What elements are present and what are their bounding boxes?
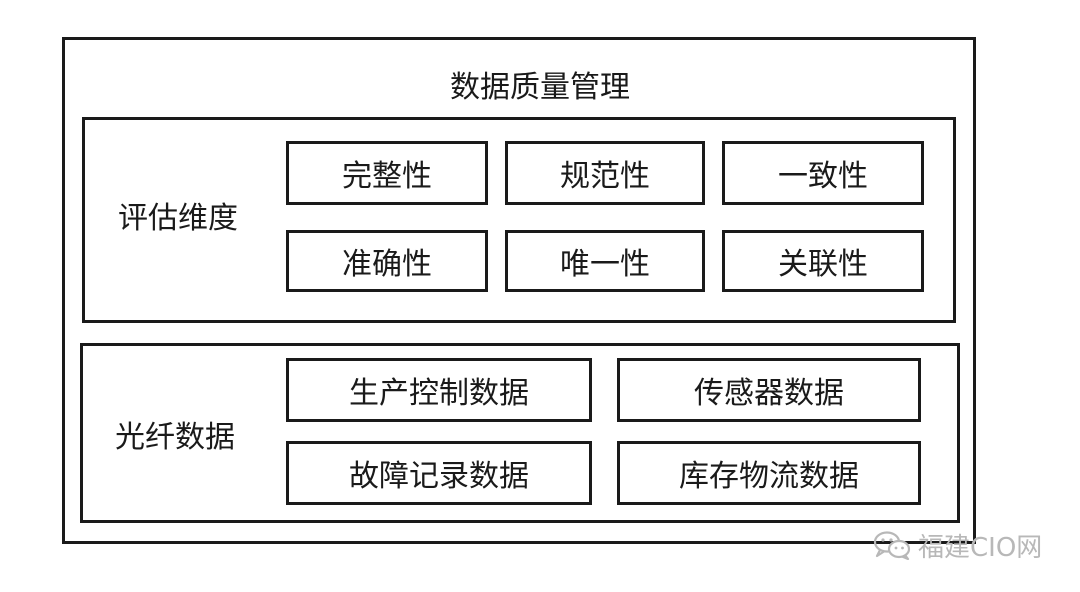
- fiber-data-group: [80, 343, 960, 523]
- source-production-control-data: 生产控制数据: [286, 358, 592, 422]
- source-sensor-data: 传感器数据: [617, 358, 921, 422]
- fiber-data-label: 光纤数据: [115, 420, 235, 455]
- source-fault-record-data: 故障记录数据: [286, 441, 592, 505]
- assessment-dimensions-label: 评估维度: [118, 201, 238, 236]
- source-inventory-logistics-data: 库存物流数据: [617, 441, 921, 505]
- diagram-title: 数据质量管理: [450, 70, 630, 105]
- dimension-uniqueness: 唯一性: [505, 230, 705, 292]
- dimension-conformity: 规范性: [505, 141, 705, 205]
- wechat-icon: [873, 531, 911, 560]
- dimension-completeness: 完整性: [286, 141, 488, 205]
- dimension-relevance: 关联性: [722, 230, 924, 292]
- watermark-text: 福建CIO网: [918, 532, 1043, 563]
- data-quality-management-frame: [62, 37, 976, 544]
- dimension-consistency: 一致性: [722, 141, 924, 205]
- watermark: 福建CIO网: [872, 528, 1043, 563]
- assessment-dimensions-group: [82, 117, 956, 323]
- dimension-accuracy: 准确性: [286, 230, 488, 292]
